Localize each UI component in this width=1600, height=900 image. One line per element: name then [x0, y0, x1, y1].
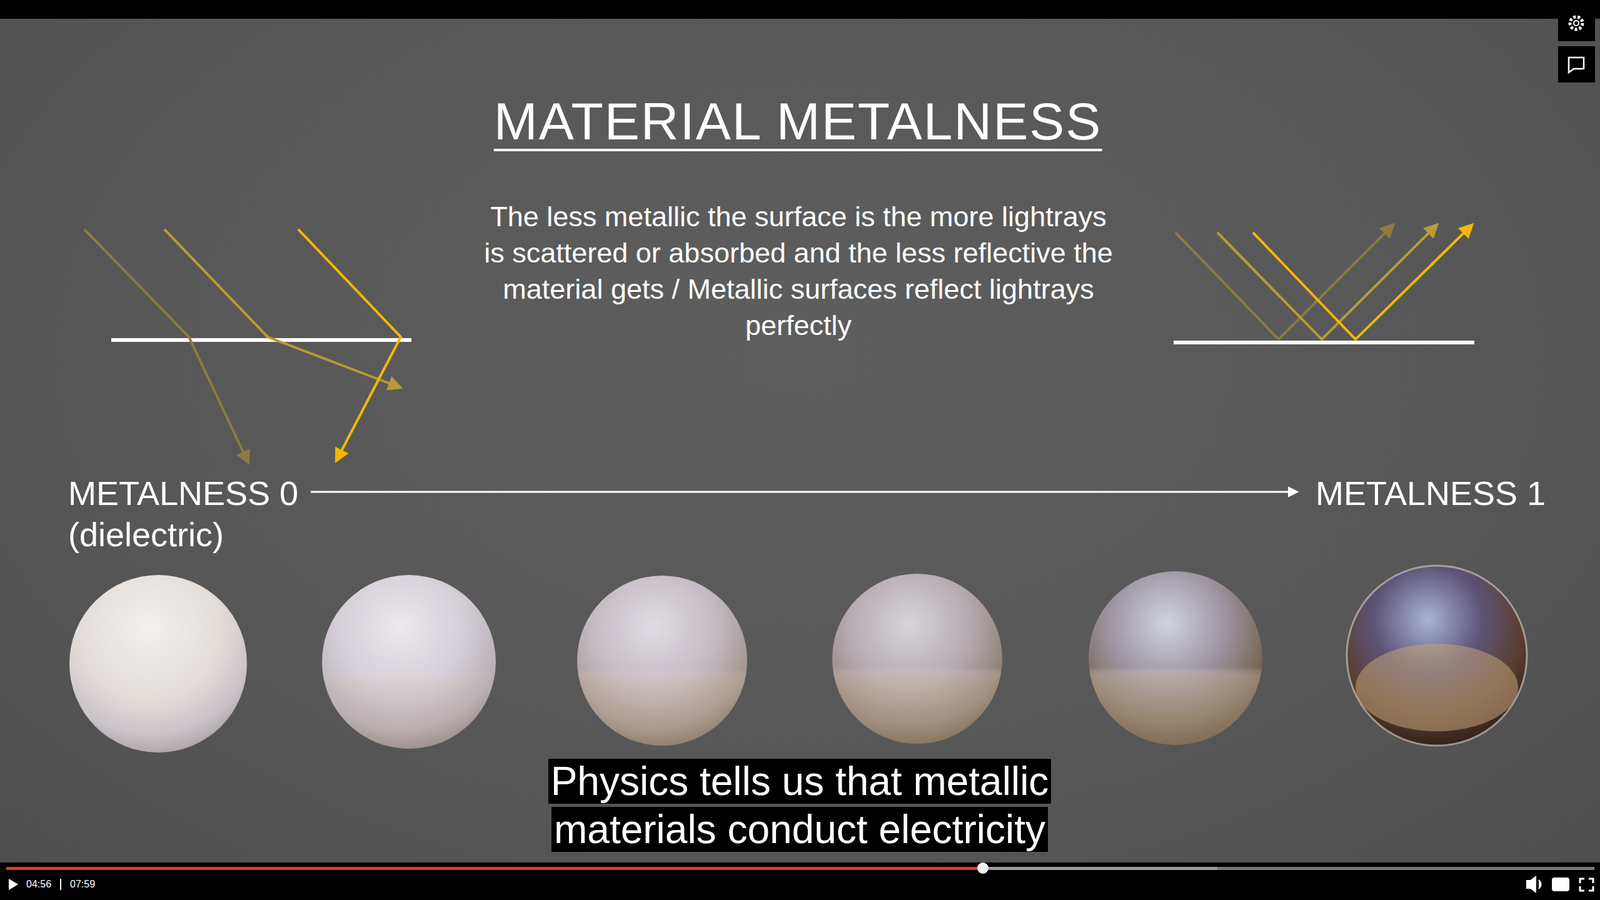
progress-track — [6, 867, 1595, 871]
material-spheres — [69, 565, 1527, 753]
surface-line — [1173, 340, 1475, 345]
progress-knob — [977, 862, 989, 875]
volume-icon — [1526, 877, 1542, 893]
feedback-button — [1558, 46, 1595, 83]
current-time: 04:56 — [26, 878, 52, 891]
play-icon — [8, 879, 19, 891]
cc-icon — [1551, 877, 1570, 892]
scale-label: METALNESS 0 — [68, 475, 299, 513]
light-ray — [1217, 225, 1437, 340]
played-bar — [6, 867, 983, 871]
feedback-icon — [1568, 57, 1584, 73]
scale-label: (dielectric) — [68, 516, 224, 554]
subtitle: Physics tells us that metallic materials… — [548, 759, 1052, 853]
settings-icon — [1569, 16, 1583, 30]
subtitle-box: Physics tells us that metallic materials… — [474, 757, 1125, 855]
light-ray — [1252, 225, 1472, 340]
settings-button — [1558, 5, 1595, 42]
time-separator — [60, 879, 62, 891]
buffered-bar — [6, 867, 1218, 871]
scale-arrow — [310, 491, 1297, 494]
light-ray — [1175, 225, 1394, 340]
slide-title: MATERIAL METALNESS — [493, 93, 1103, 152]
surface-line — [111, 338, 412, 343]
light-ray — [164, 229, 401, 388]
player-bar — [0, 862, 1600, 900]
body-text: The less metallic the surface is the mor… — [482, 198, 1115, 344]
fullscreen-icon — [1579, 879, 1594, 891]
light-ray — [298, 229, 401, 461]
scale-label: METALNESS 1 — [1315, 475, 1546, 513]
total-time: 07:59 — [70, 878, 96, 891]
light-ray — [84, 229, 249, 463]
